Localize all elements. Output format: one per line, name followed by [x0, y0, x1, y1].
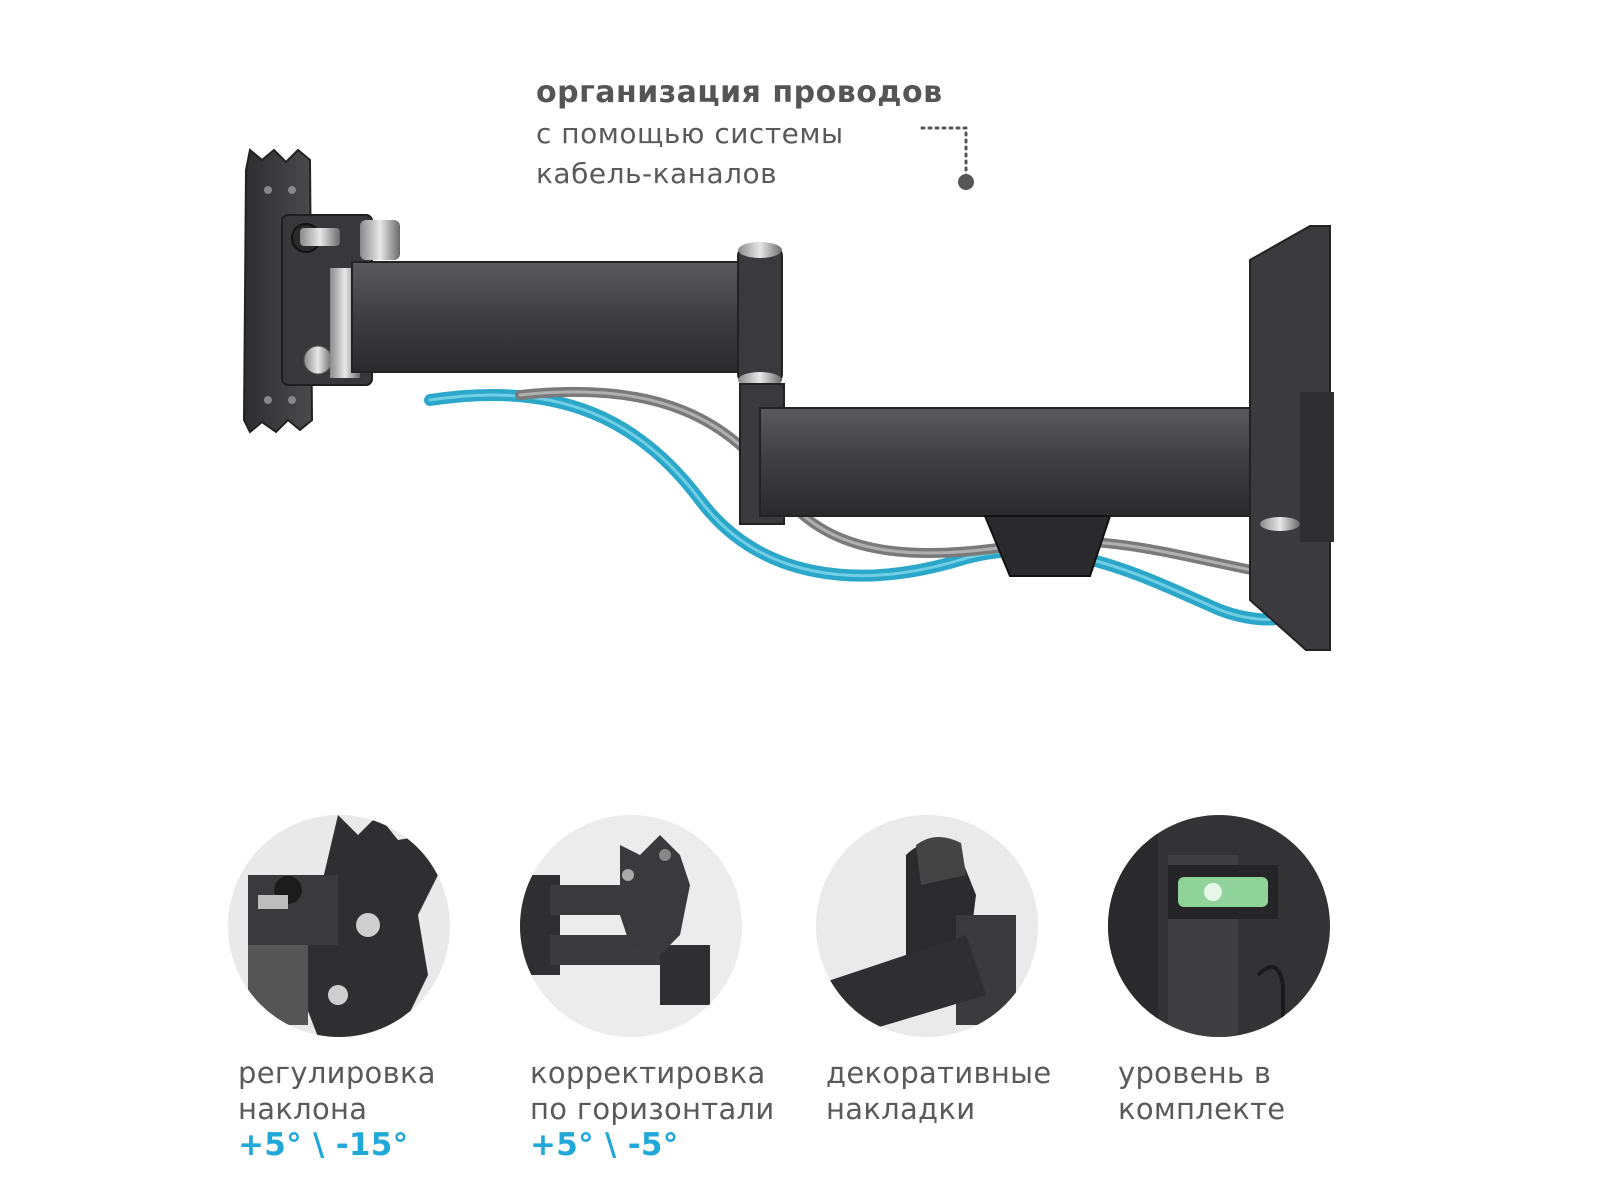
decorative-caption: декоративные накладки: [826, 1055, 1126, 1127]
cable-management-callout: организация проводов с помощью системы к…: [536, 72, 943, 194]
bubble-level-icon: [1108, 815, 1330, 1037]
upper-arm: [351, 242, 783, 388]
lower-arm: [739, 383, 1301, 577]
level-caption: уровень в комплекте: [1118, 1055, 1418, 1127]
wall-mount-illustration: [242, 148, 1334, 651]
level-caption-line-1: уровень в: [1118, 1056, 1272, 1090]
horizontal-correction-icon: [520, 815, 742, 1037]
cables: [424, 386, 1316, 626]
horizontal-caption-line-1: корректировка: [530, 1056, 766, 1090]
tilt-caption: регулировка наклона +5° \ -15°: [238, 1055, 538, 1163]
feature-decorative-covers: декоративные накладки: [816, 815, 1056, 1126]
level-caption-line-2: комплекте: [1118, 1092, 1286, 1126]
horizontal-range: +5° \ -5°: [530, 1127, 679, 1163]
horizontal-caption-line-2: по горизонтали: [530, 1092, 775, 1126]
decorative-cover-icon: [816, 815, 1038, 1037]
wall-plate: [1249, 225, 1334, 651]
tilt-caption-line-1: регулировка: [238, 1056, 436, 1090]
callout-line-1: с помощью системы: [536, 117, 844, 150]
decorative-caption-line-2: накладки: [826, 1092, 976, 1126]
callout-line-2: кабель-каналов: [536, 157, 778, 190]
feature-tilt: регулировка наклона +5° \ -15°: [228, 815, 468, 1163]
decorative-caption-line-1: декоративные: [826, 1056, 1052, 1090]
callout-title: организация проводов: [536, 75, 943, 110]
tilt-caption-line-2: наклона: [238, 1092, 368, 1126]
feature-bubble-level: уровень в комплекте: [1108, 815, 1348, 1126]
tilt-adjustment-icon: [228, 815, 450, 1037]
feature-horizontal-correction: корректировка по горизонтали +5° \ -5°: [520, 815, 774, 1163]
tilt-range: +5° \ -15°: [238, 1127, 409, 1163]
horizontal-caption: корректировка по горизонтали +5° \ -5°: [530, 1055, 830, 1163]
